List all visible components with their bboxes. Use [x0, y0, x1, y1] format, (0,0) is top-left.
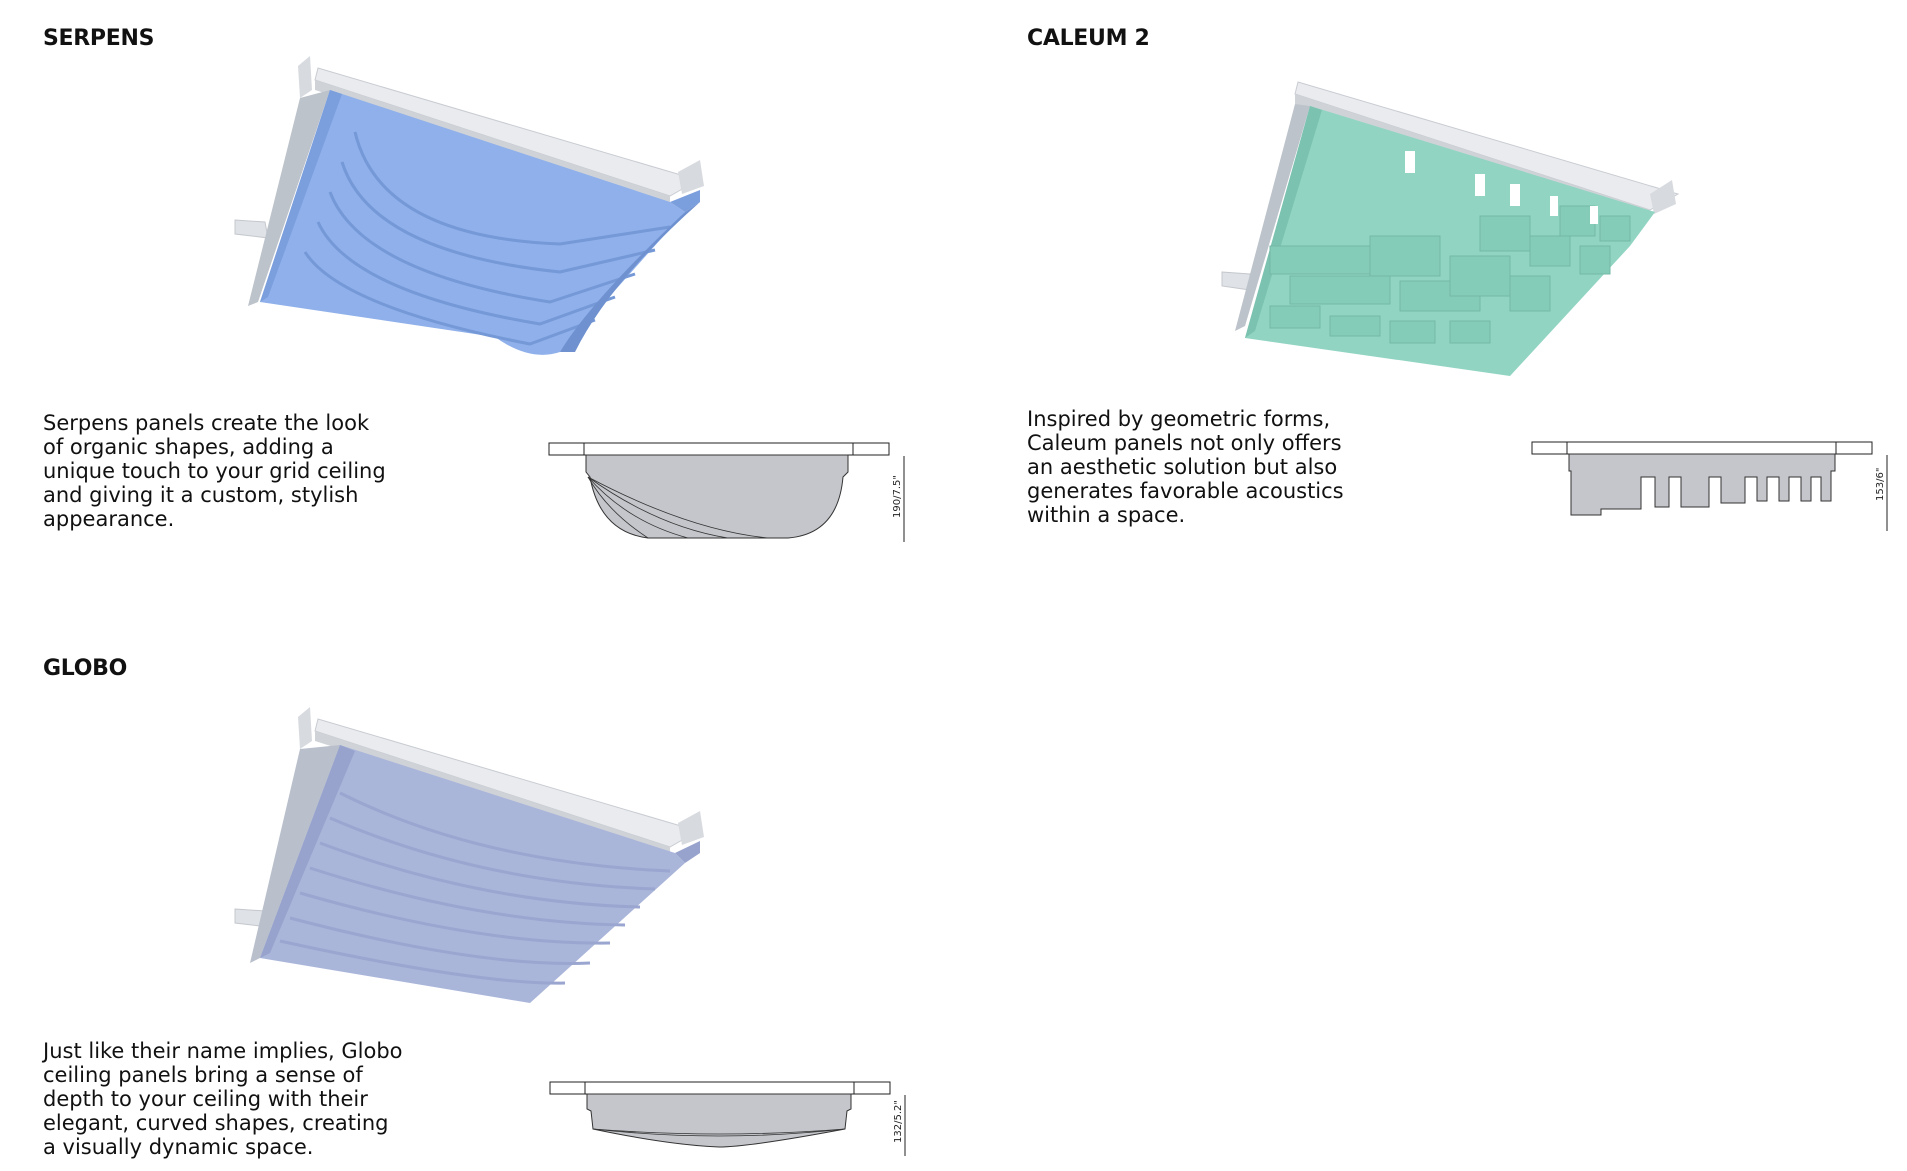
serpens-dimension: 190/7.5" — [892, 475, 903, 518]
globo-dimension: 132/5.2" — [893, 1100, 904, 1143]
globo-description: Just like their name implies, Globo ceil… — [43, 1039, 403, 1159]
caleum-dimension: 153/6" — [1875, 468, 1886, 501]
caleum-section-drawing: 153/6" — [1531, 441, 1888, 531]
product-title-globo: GLOBO — [43, 656, 127, 681]
serpens-description: Serpens panels create the look of organi… — [43, 411, 386, 531]
globo-section-drawing: 132/5.2" — [549, 1081, 906, 1156]
serpens-panel-render — [234, 56, 704, 355]
serpens-section-drawing: 190/7.5" — [548, 442, 905, 542]
product-title-caleum: CALEUM 2 — [1027, 26, 1150, 51]
product-title-serpens: SERPENS — [43, 26, 155, 51]
globo-panel-render — [234, 707, 704, 1003]
caleum-description: Inspired by geometric forms, Caleum pane… — [1027, 407, 1344, 527]
caleum-panel-render — [1221, 81, 1680, 376]
